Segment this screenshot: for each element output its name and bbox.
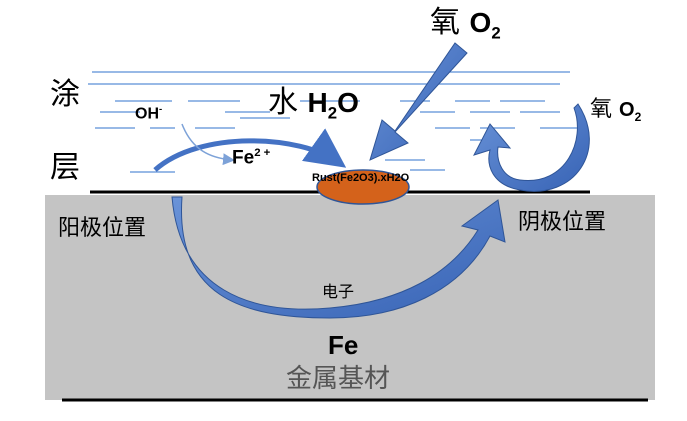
water-layer-lines <box>88 71 580 173</box>
anode-label: 阳极位置 <box>58 216 147 241</box>
water-formula: H2O <box>307 87 359 123</box>
electron-flow-arrow <box>171 196 506 319</box>
oxygen-formula-right: O2 <box>619 99 642 124</box>
cathode-label: 阴极位置 <box>518 210 607 235</box>
water-label: 水 H2O <box>268 88 359 122</box>
coating-label-bottom: 层 <box>50 150 80 185</box>
hydroxide-label: OH- <box>135 104 163 123</box>
electron-label: 电子 <box>322 282 355 301</box>
coating-label-top: 涂 <box>50 77 80 112</box>
oxygen-label-top: 氧 O2 <box>430 8 501 42</box>
iron-ion-arrow <box>153 128 347 172</box>
oxygen-char-right: 氧 <box>590 97 613 122</box>
rust-label: Rust(Fe2O3).xH2O <box>312 172 410 184</box>
water-char: 水 <box>268 85 298 120</box>
oxygen-char-top: 氧 <box>430 5 460 40</box>
oxygen-formula-top: O2 <box>469 7 501 43</box>
oxygen-label-right: 氧 O2 <box>590 97 642 124</box>
hydroxide-arrow <box>181 123 235 166</box>
oxygen-diffusion-arrow <box>369 42 468 161</box>
iron-ion-label: Fe2 + <box>232 147 271 169</box>
oxygen-reduction-arrow <box>473 103 590 192</box>
rust-spot <box>316 169 410 205</box>
metal-substrate <box>45 195 655 400</box>
substrate-label: 金属基材 <box>286 364 391 394</box>
substrate-symbol: Fe <box>328 330 359 360</box>
